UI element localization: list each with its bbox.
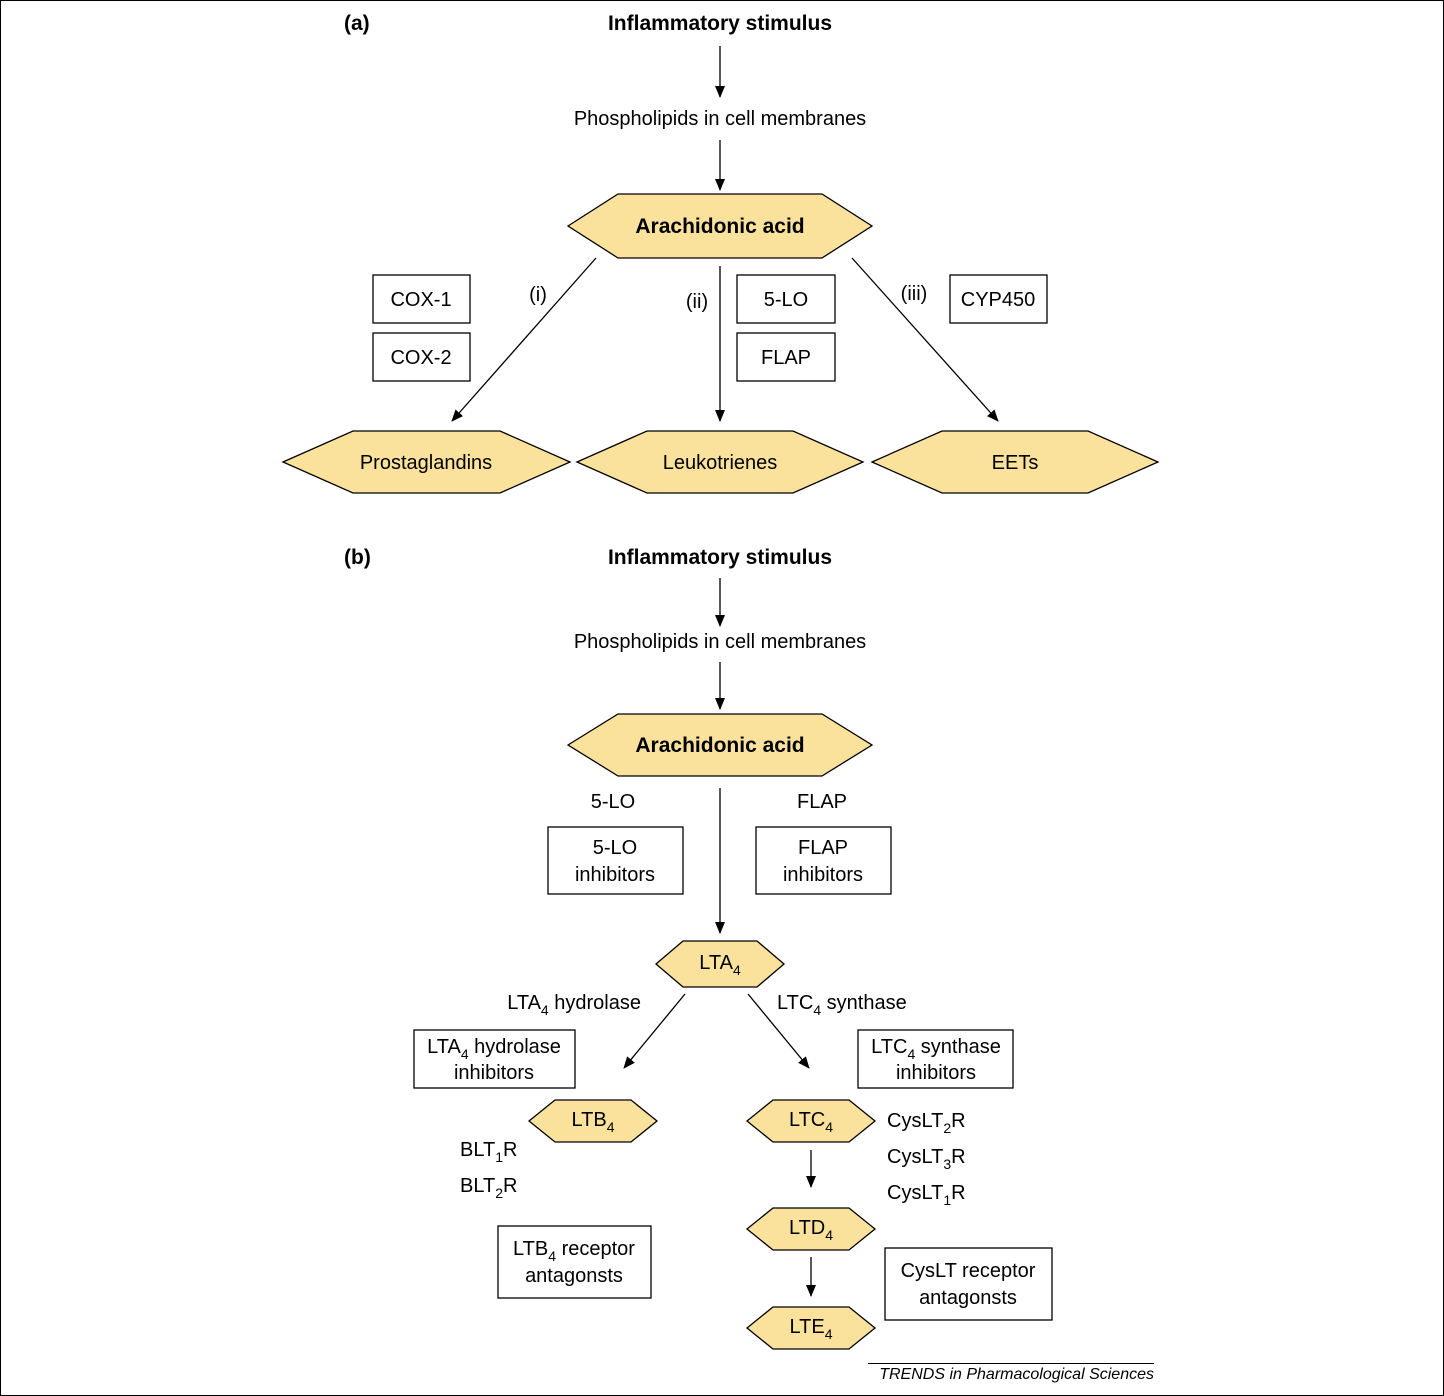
b-lte4-hexagon [745,1306,877,1350]
panel-a-label: (a) [344,12,370,35]
b-ltd4-label: LTD4 [789,1217,833,1243]
a-cyp450-box [949,274,1048,324]
b-flap-inhibitors-box [755,826,892,895]
a-phospholipids: Phospholipids in cell membranes [574,108,866,130]
b-blt1r: BLT1R [460,1139,517,1165]
b-enzyme-flap: FLAP [797,791,847,813]
a-prostaglandins-label: Prostaglandins [360,452,492,474]
b-ltb4-antagonists-line2: antagonsts [525,1265,623,1287]
b-lta4-hydrolase: LTA4 hydrolase [507,992,641,1018]
a-flap-box [736,332,836,382]
b-lta4-hydrolase-inhibitors-line2: inhibitors [454,1062,534,1084]
a-cyp450-label: CYP450 [961,289,1036,311]
a-arrow-cyp [851,257,999,422]
b-blt2r: BLT2R [460,1175,517,1201]
a-eets-hexagon [870,430,1160,494]
a-eets-label: EETs [992,452,1039,474]
b-cyslt1r: CysLT1R [887,1182,966,1208]
a-pathway-iii: (iii) [901,283,928,305]
b-ltd4-hexagon [745,1207,877,1251]
b-phospholipids: Phospholipids in cell membranes [574,631,866,653]
b-flap-inhibitors-line1: FLAP [798,837,848,859]
b-ltc4-synthase: LTC4 synthase [777,992,907,1018]
a-arrow-cox [451,257,597,422]
a-stimulus: Inflammatory stimulus [608,12,832,35]
b-flap-inhibitors-line2: inhibitors [783,864,863,886]
a-leukotrienes-label: Leukotrienes [663,452,778,474]
b-lta4-hydrolase-inhibitors-box [413,1029,576,1089]
a-flap-label: FLAP [761,347,811,369]
b-ltb4-antagonists-line1: LTB4 receptor [513,1238,635,1264]
b-cyslt-antagonists-box [884,1247,1053,1321]
b-lta4-hexagon [654,940,786,988]
b-arrow-to-ltb4 [623,993,686,1069]
b-arachidonic-label: Arachidonic acid [635,734,804,757]
b-ltc4-label: LTC4 [789,1109,833,1135]
a-arachidonic-label: Arachidonic acid [635,215,804,238]
a-pathway-i: (i) [529,284,547,306]
a-prostaglandins-hexagon [281,430,572,494]
panel-b-label: (b) [344,546,371,569]
b-arrow-to-ltc4 [747,993,810,1069]
b-ltb4-label: LTB4 [572,1109,615,1135]
a-5lo-box [736,274,836,324]
b-cyslt3r: CysLT3R [887,1146,966,1172]
b-5lo-inhibitors-box [547,826,684,895]
b-5lo-inhibitors-line1: 5-LO [593,837,637,859]
b-5lo-inhibitors-line2: inhibitors [575,864,655,886]
b-cyslt2r: CysLT2R [887,1110,966,1136]
a-pathway-ii: (ii) [686,291,708,313]
b-enzyme-5lo: 5-LO [591,791,635,813]
b-ltc4-synthase-inhibitors-line1: LTC4 synthase [871,1036,1001,1062]
b-lte4-label: LTE4 [790,1316,833,1342]
a-5lo-label: 5-LO [764,289,808,311]
a-arachidonic-hexagon [566,193,874,259]
journal-footer: TRENDS in Pharmacological Sciences [868,1363,1154,1384]
b-cyslt-antagonists-line1: CysLT receptor [901,1260,1036,1282]
b-lta4-label: LTA4 [699,952,741,978]
b-ltc4-hexagon [745,1099,877,1143]
a-cox2-label: COX-2 [390,347,451,369]
b-lta4-hydrolase-inhibitors-line1: LTA4 hydrolase [427,1036,561,1062]
a-cox2-box [372,332,471,382]
a-leukotrienes-hexagon [575,430,865,494]
b-ltc4-synthase-inhibitors-line2: inhibitors [896,1062,976,1084]
b-ltb4-hexagon [527,1099,659,1143]
b-arachidonic-hexagon [566,713,874,777]
b-cyslt-antagonists-line2: antagonsts [919,1287,1017,1309]
b-ltc4-synthase-inhibitors-box [857,1029,1014,1089]
b-stimulus: Inflammatory stimulus [608,546,832,569]
a-cox1-box [372,274,471,324]
b-ltb4-antagonists-box [497,1225,652,1299]
a-cox1-label: COX-1 [390,289,451,311]
